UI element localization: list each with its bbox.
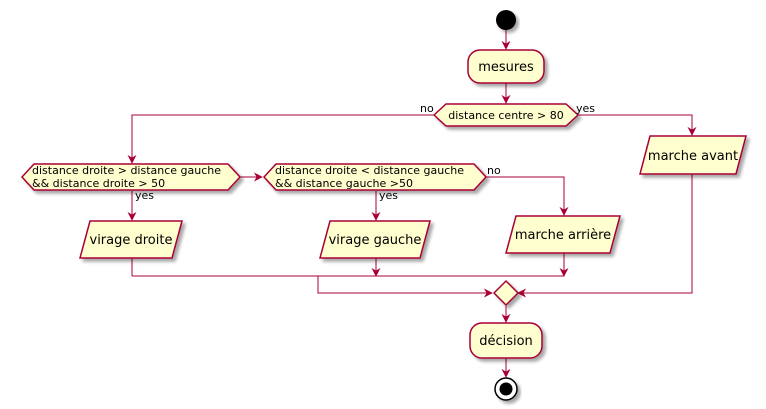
decision-droite-gt-gauche-line2: && distance droite > 50 [32,177,165,190]
edge-label-d3-no: no [487,164,501,177]
start-node [496,10,516,30]
edge-inner-to-final-merge [317,276,493,298]
decision-droite-gt-gauche: distance droite > distance gauche && dis… [20,163,242,191]
io-marche-arriere-label: marche arrière [515,228,611,243]
edge-label-d3-yes: yes [379,189,398,202]
action-mesures-label: mesures [478,60,534,75]
decision-droite-gt-gauche-line1: distance droite > distance gauche [32,164,221,177]
action-decision-label: décision [479,334,533,349]
nodes: mesures distance centre > 80 distance dr… [20,10,747,401]
io-virage-gauche-label: virage gauche [329,233,422,248]
decision-droite-lt-gauche: distance droite < distance gauche && dis… [262,163,488,191]
io-virage-droite-label: virage droite [90,233,173,248]
decision-droite-lt-gauche-line1: distance droite < distance gauche [275,164,464,177]
io-virage-droite: virage droite [79,220,183,259]
edge-decision1-no [127,114,434,164]
action-decision: décision [469,322,543,359]
io-virage-gauche: virage gauche [319,220,431,259]
edges [127,30,697,378]
io-marche-avant-label: marche avant [648,149,738,164]
edge-label-d2-yes: yes [135,189,154,202]
decision-droite-lt-gauche-line2: && distance gauche >50 [275,177,413,190]
edge-labels: no yes yes yes no [135,102,595,202]
edge-marche-avant-to-final-merge [517,174,693,298]
decision-distance-centre: distance centre > 80 [432,103,580,127]
io-marche-avant: marche avant [639,135,747,175]
io-marche-arriere: marche arrière [505,215,621,254]
action-mesures: mesures [467,49,545,84]
edge-label-d1-yes: yes [576,102,595,115]
edge-label-d1-no: no [420,102,434,115]
decision-distance-centre-label: distance centre > 80 [448,109,563,122]
merge-diamond [492,279,520,307]
edge-decision1-yes [578,114,697,136]
edge-decision3-no [486,176,569,216]
end-node [494,377,518,401]
